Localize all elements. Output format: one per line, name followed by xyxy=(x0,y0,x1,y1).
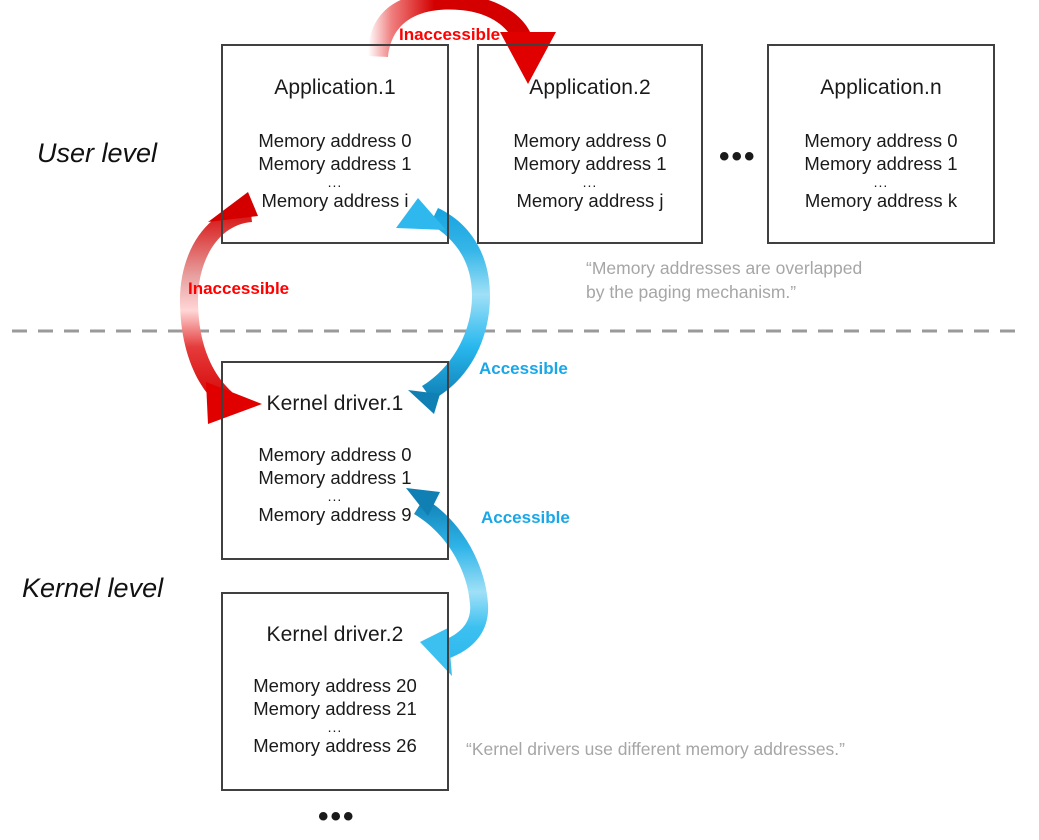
memory-address-line: Memory address 26 xyxy=(253,735,417,756)
box-kernel-driver-2-addresses: Memory address 20 Memory address 21 ... … xyxy=(223,674,447,757)
apps-ellipsis: ••• xyxy=(719,140,757,173)
memory-address-line: Memory address 0 xyxy=(804,130,958,151)
box-kernel-driver-1-title: Kernel driver.1 xyxy=(266,392,404,415)
memory-address-line: Memory address 20 xyxy=(253,675,417,696)
arrow-label-driver1-to-app1: Accessible xyxy=(479,359,568,378)
memory-address-line: Memory address 21 xyxy=(253,698,417,719)
kernel-level-note: “Kernel drivers use different memory add… xyxy=(466,739,845,759)
box-kernel-driver-1-addresses: Memory address 0 Memory address 1 ... Me… xyxy=(223,443,447,526)
box-kernel-driver-2-title: Kernel driver.2 xyxy=(266,623,404,646)
box-application-n[interactable]: Application.n Memory address 0 Memory ad… xyxy=(767,44,995,244)
box-application-2-addresses: Memory address 0 Memory address 1 ... Me… xyxy=(479,129,701,212)
memory-address-line: Memory address 9 xyxy=(258,504,412,525)
drivers-ellipsis: ••• xyxy=(318,800,356,833)
memory-address-line: Memory address j xyxy=(516,190,664,211)
arrow-label-driver1-to-driver2: Accessible xyxy=(481,508,570,527)
memory-address-line: Memory address 1 xyxy=(258,153,412,174)
memory-address-ellipsis: ... xyxy=(327,719,343,735)
box-application-n-addresses: Memory address 0 Memory address 1 ... Me… xyxy=(769,129,993,212)
user-level-note: “Memory addresses are overlapped by the … xyxy=(586,258,863,302)
memory-address-line: Memory address 1 xyxy=(804,153,958,174)
memory-address-line: Memory address 1 xyxy=(258,467,412,488)
memory-address-line: Memory address 0 xyxy=(258,444,412,465)
memory-address-line: Memory address 0 xyxy=(258,130,412,151)
box-application-2[interactable]: Application.2 Memory address 0 Memory ad… xyxy=(477,44,703,244)
memory-address-line: Memory address i xyxy=(261,190,409,211)
box-application-1-title: Application.1 xyxy=(274,76,396,99)
arrow-label-app1-to-driver1: Inaccessible xyxy=(188,279,290,298)
kernel-level-label: Kernel level xyxy=(22,573,164,603)
user-level-label: User level xyxy=(37,138,158,168)
box-application-n-title: Application.n xyxy=(820,76,942,99)
box-application-1[interactable]: Application.1 Memory address 0 Memory ad… xyxy=(221,44,449,244)
arrow-label-app1-to-app2: Inaccessible xyxy=(399,25,501,44)
box-kernel-driver-2[interactable]: Kernel driver.2 Memory address 20 Memory… xyxy=(221,592,449,791)
memory-address-ellipsis: ... xyxy=(873,174,889,190)
memory-address-line: Memory address 0 xyxy=(513,130,667,151)
box-application-1-addresses: Memory address 0 Memory address 1 ... Me… xyxy=(223,129,447,212)
box-kernel-driver-1[interactable]: Kernel driver.1 Memory address 0 Memory … xyxy=(221,361,449,560)
box-application-2-title: Application.2 xyxy=(529,76,651,99)
memory-address-ellipsis: ... xyxy=(582,174,598,190)
memory-address-ellipsis: ... xyxy=(327,174,343,190)
memory-address-ellipsis: ... xyxy=(327,488,343,504)
memory-address-line: Memory address 1 xyxy=(513,153,667,174)
memory-address-line: Memory address k xyxy=(804,190,958,211)
